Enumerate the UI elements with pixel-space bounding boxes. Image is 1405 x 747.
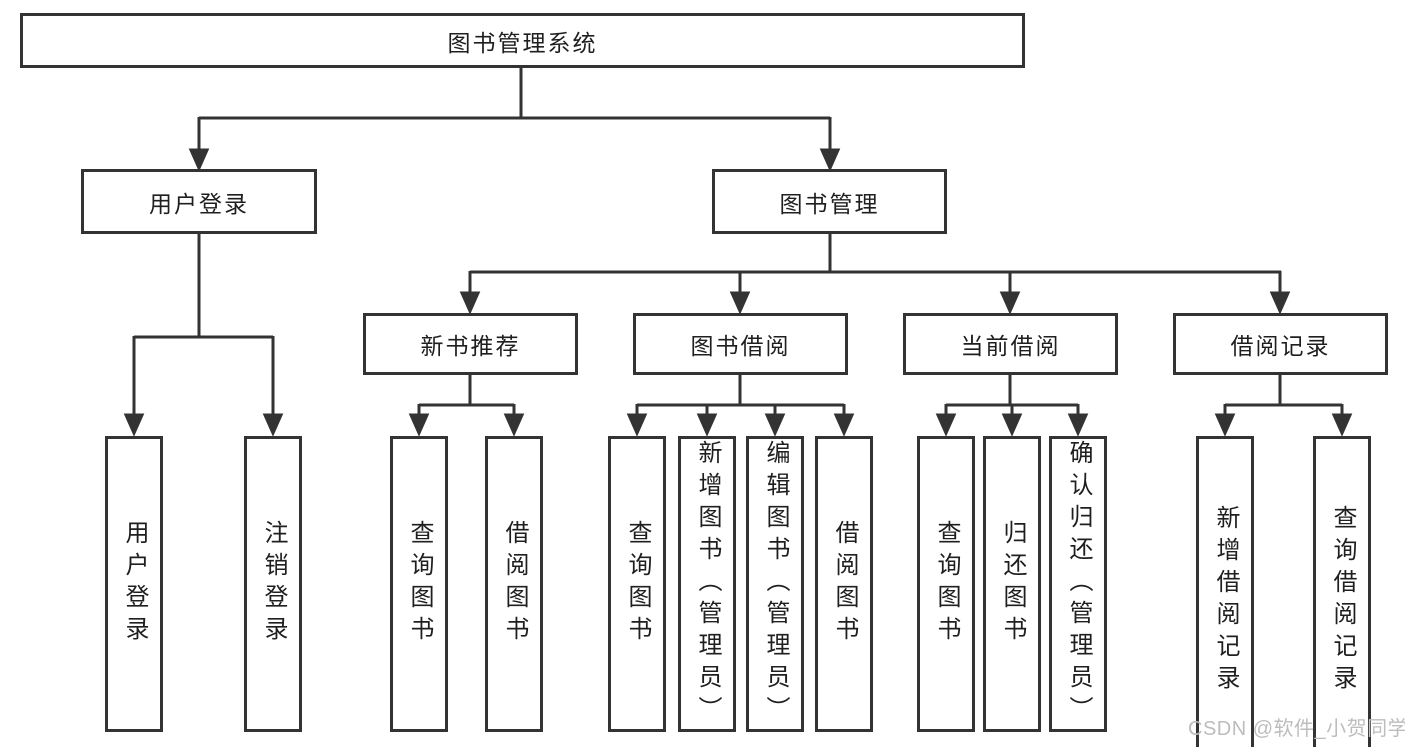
leaf-label: 查询图书 [933, 520, 960, 648]
connector-group4-to-leaves [1214, 374, 1353, 437]
leaf-label: 编辑图书（管理员） [762, 440, 789, 728]
leaf-borrow-borrow-book: 借阅图书 [815, 436, 873, 732]
leaf-records-query-record: 查询借阅记录 [1313, 436, 1371, 747]
leaf-label: 借阅图书 [831, 520, 858, 648]
csdn-watermark: CSDN @软件_小贺同学 [1188, 718, 1405, 740]
leaf-label: 借阅图书 [501, 520, 528, 648]
leaf-label: 新增图书（管理员） [694, 440, 721, 728]
node-library-management-system: 图书管理系统 [20, 13, 1025, 68]
connector-root-to-level2 [188, 66, 841, 172]
leaf-label: 查询图书 [406, 520, 433, 648]
leaf-label: 归还图书 [999, 520, 1026, 648]
node-label: 当前借阅 [960, 333, 1061, 359]
node-borrowing-records: 借阅记录 [1173, 313, 1388, 375]
node-label: 新书推荐 [420, 333, 521, 359]
node-label: 借阅记录 [1230, 333, 1331, 359]
leaf-borrow-query-book: 查询图书 [608, 436, 666, 732]
leaf-logout: 注销登录 [244, 436, 302, 732]
connector-group3-to-leaves [935, 374, 1089, 437]
leaf-label: 确认归还（管理员） [1065, 440, 1092, 728]
node-book-management: 图书管理 [712, 169, 947, 234]
leaf-label: 查询借阅记录 [1329, 505, 1356, 697]
node-label: 图书借阅 [690, 333, 791, 359]
leaf-recommend-borrow-book: 借阅图书 [485, 436, 543, 732]
leaf-current-query-book: 查询图书 [917, 436, 975, 732]
leaf-label: 用户登录 [121, 520, 148, 648]
node-label: 图书管理系统 [447, 29, 598, 56]
leaf-records-add-record: 新增借阅记录 [1196, 436, 1254, 747]
leaf-user-login: 用户登录 [105, 436, 163, 732]
node-current-borrowing: 当前借阅 [903, 313, 1118, 375]
leaf-borrow-edit-book-admin: 编辑图书（管理员） [746, 436, 804, 732]
leaf-label: 查询图书 [624, 520, 651, 648]
leaf-borrow-add-book-admin: 新增图书（管理员） [678, 436, 736, 732]
node-new-book-recommendation: 新书推荐 [363, 313, 578, 375]
node-label: 用户登录 [149, 190, 249, 217]
node-user-login: 用户登录 [81, 169, 317, 234]
leaf-label: 注销登录 [260, 520, 287, 648]
connector-group1-to-leaves [408, 374, 525, 437]
connector-login-to-leaves [123, 232, 284, 437]
leaf-current-confirm-return-admin: 确认归还（管理员） [1049, 436, 1107, 732]
node-label: 图书管理 [779, 190, 880, 217]
node-book-borrowing: 图书借阅 [633, 313, 848, 375]
leaf-current-return-book: 归还图书 [983, 436, 1041, 732]
connector-mgmt-to-groups [459, 232, 1291, 315]
leaf-label: 新增借阅记录 [1212, 505, 1239, 697]
connector-group2-to-leaves [626, 374, 855, 437]
leaf-recommend-query-book: 查询图书 [390, 436, 448, 732]
